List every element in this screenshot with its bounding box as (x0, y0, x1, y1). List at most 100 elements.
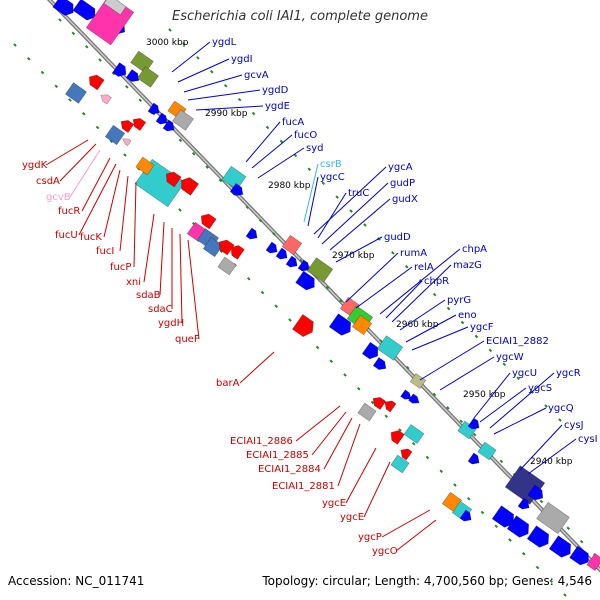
gene-label-fuco: fucO (294, 130, 317, 141)
tick-mark (205, 165, 209, 169)
gene-feature (112, 62, 127, 77)
tick-mark (453, 483, 457, 487)
leader-line (103, 169, 121, 238)
accession-label: Accession: NC_011741 (8, 574, 145, 588)
tick-mark (446, 306, 451, 311)
gene-feature (88, 74, 105, 91)
tick-mark (251, 111, 256, 116)
leader-line (405, 314, 457, 343)
tick-mark (563, 593, 567, 597)
tick-mark (480, 510, 485, 515)
leader-line (479, 387, 527, 423)
scale-label: 2980 kbp (268, 181, 311, 191)
leader-line (133, 181, 137, 268)
gene-feature (390, 454, 410, 474)
leader-line (59, 143, 97, 182)
gene-label-ygcf: ygcF (470, 322, 494, 333)
gene-feature (548, 535, 571, 558)
tick-mark (339, 299, 343, 303)
leader-line (159, 221, 165, 296)
tick-mark (246, 276, 251, 281)
gene-feature (328, 313, 351, 336)
gene-label-gcvb: gcvB (46, 192, 71, 203)
gene-feature (165, 171, 182, 188)
gene-feature (245, 227, 258, 240)
gene-label-fuck: fucK (80, 232, 102, 243)
tick-mark (349, 209, 353, 213)
gene-label-csrb: csrB (320, 159, 342, 170)
gene-label-ygdk: ygdK (22, 160, 48, 171)
leader-line (119, 175, 129, 252)
gene-label-eciai1-2884: ECIAI1_2884 (258, 464, 321, 475)
tick-mark (579, 539, 584, 544)
tick-mark (411, 441, 416, 446)
gene-feature (132, 118, 147, 131)
tick-mark (307, 167, 312, 172)
leader-line (411, 326, 469, 351)
tick-mark (425, 455, 430, 460)
leader-line (473, 372, 511, 419)
tick-mark (488, 348, 493, 353)
gene-label-quef: queF (175, 334, 200, 345)
gene-label-ygdd: ygdD (262, 85, 289, 96)
leader-line (239, 351, 275, 384)
gene-feature (202, 236, 224, 258)
gene-label-chpa: chpA (462, 244, 487, 255)
gene-label-sdab: sdaB (136, 290, 161, 301)
tick-mark (245, 205, 250, 210)
leader-line (69, 149, 101, 198)
tick-mark (499, 459, 504, 464)
gene-feature (306, 257, 334, 283)
tick-mark (391, 251, 395, 255)
gene-label-eciai1-2885: ECIAI1_2885 (246, 450, 309, 461)
leader-line (313, 166, 387, 235)
gene-feature (491, 505, 514, 528)
tick-mark (272, 232, 276, 236)
leader-line (78, 163, 117, 236)
tick-mark (516, 376, 520, 380)
leader-line (439, 356, 495, 391)
gene-feature (200, 213, 217, 230)
gene-feature (526, 525, 549, 548)
gene-feature (52, 0, 74, 16)
leader-line (363, 461, 391, 518)
tick-mark (329, 359, 334, 364)
gene-feature (229, 183, 244, 196)
scale-label: 2940 kbp (530, 457, 573, 467)
gene-feature (376, 335, 404, 361)
gene-feature (122, 138, 132, 147)
gene-feature (372, 397, 387, 410)
gene-feature (172, 109, 194, 131)
gene-feature (65, 82, 87, 104)
tick-mark (446, 406, 450, 410)
tick-mark (258, 218, 263, 223)
gene-feature (400, 448, 413, 461)
gene-feature (181, 177, 199, 196)
gene-feature (275, 247, 288, 260)
tick-mark (223, 83, 228, 88)
tick-mark (178, 138, 183, 143)
gene-label-gudp: gudP (390, 178, 415, 189)
tick-mark (168, 28, 172, 32)
tick-mark (508, 538, 512, 542)
gene-feature (459, 509, 472, 522)
tick-mark (466, 496, 471, 501)
gene-feature (517, 497, 530, 510)
gene-label-ygcq: ygcQ (548, 403, 574, 414)
leader-line (345, 447, 377, 504)
gene-label-ygco: ygcO (372, 546, 398, 557)
gene-label-ygcr: ygcR (556, 368, 581, 379)
tick-mark (502, 362, 507, 367)
leader-line (179, 233, 183, 324)
gene-feature (536, 501, 570, 535)
gene-label-rela: relA (414, 262, 434, 273)
leader-line (321, 182, 389, 245)
gene-label-ygcw: ygcW (496, 352, 524, 363)
leader-line (419, 340, 485, 381)
leader-line (143, 213, 155, 283)
tick-mark (405, 365, 410, 370)
gene-labels: ygdLygdIgcvAygdDygdEfucAfucOsydcsrBygcCy… (22, 37, 598, 557)
gene-feature (569, 545, 589, 566)
tick-mark (138, 98, 143, 103)
